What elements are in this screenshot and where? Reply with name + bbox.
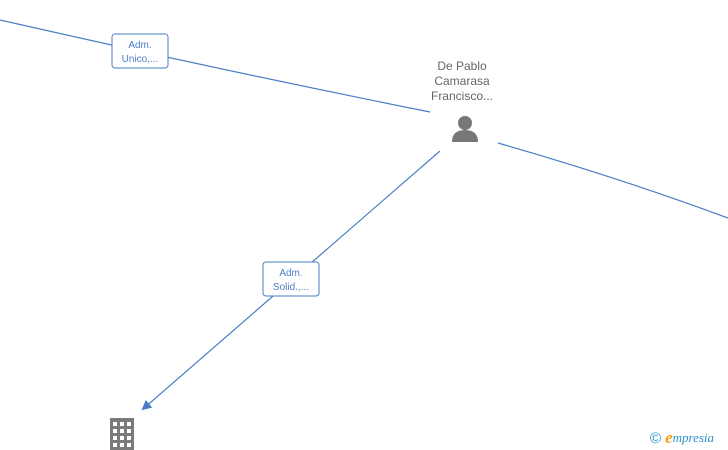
copyright-icon: © [650, 429, 662, 447]
edge-label-adm-solid[interactable]: Adm. Solid.,... [262, 261, 320, 297]
edge-label-adm-unico-line2: Unico,... [122, 54, 159, 65]
edge-label-adm-unico[interactable]: Adm. Unico,... [111, 33, 169, 69]
edge-label-adm-solid-line2: Solid.,... [273, 282, 309, 293]
edge-right [497, 142, 728, 219]
edge-adm-unico [0, 19, 431, 113]
building-icon[interactable] [110, 418, 134, 450]
person-icon[interactable] [452, 116, 478, 142]
empresia-watermark: © e mpresia [650, 428, 715, 447]
person-name-line3: Francisco... [430, 89, 493, 103]
person-name-label[interactable]: De Pablo Camarasa Francisco... [402, 59, 522, 104]
edge-label-adm-unico-line1: Adm. [128, 40, 151, 51]
edge-label-adm-solid-line1: Adm. [279, 268, 302, 279]
brand-logo-text: mpresia [672, 430, 715, 445]
person-name-line2: Camarasa [434, 74, 490, 88]
brand-logo-e: e [665, 428, 673, 447]
person-name-line1: De Pablo [437, 59, 487, 73]
